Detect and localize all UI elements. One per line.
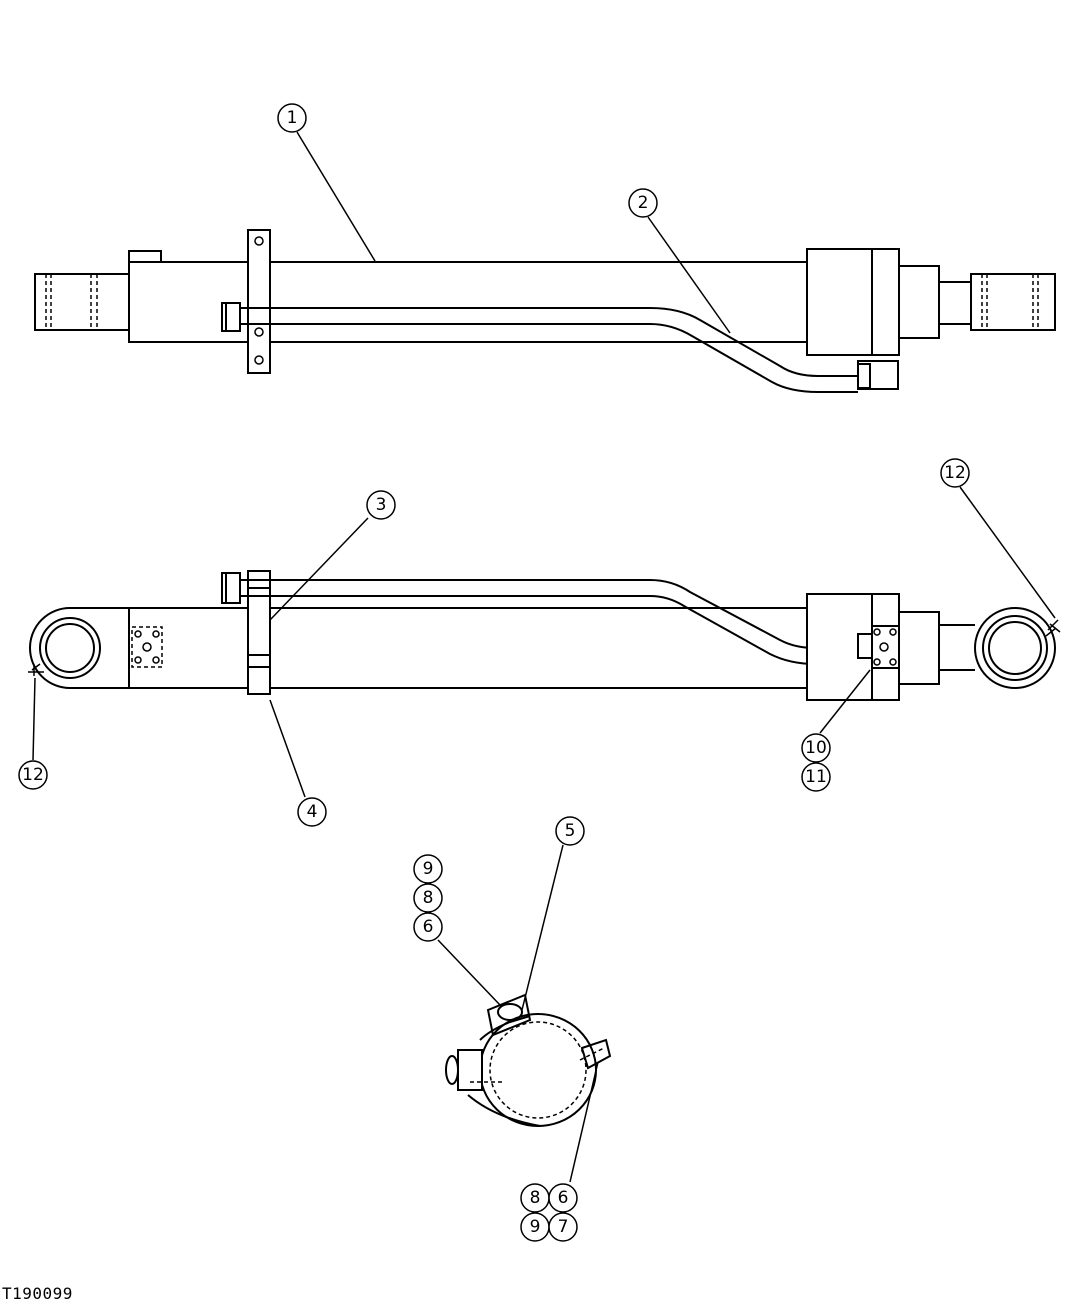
callout-7: 7 xyxy=(548,1212,578,1242)
hydraulic-tube xyxy=(240,307,858,377)
cylinder-barrel-side xyxy=(128,607,808,689)
cylinder-side-view xyxy=(28,570,1061,701)
callout-5: 5 xyxy=(555,816,585,846)
leader-lines xyxy=(32,131,1056,1183)
callout-1: 1 xyxy=(277,103,307,133)
callout-6-upper: 6 xyxy=(413,912,443,942)
right-rod-end xyxy=(970,273,1056,331)
tube-clamp xyxy=(247,570,271,695)
callout-12-right: 12 xyxy=(940,458,970,488)
svg-text:5: 5 xyxy=(565,821,576,841)
svg-text:10: 10 xyxy=(805,738,827,758)
callout-11: 11 xyxy=(801,762,831,792)
svg-text:3: 3 xyxy=(376,495,387,515)
left-eye xyxy=(29,607,129,689)
svg-text:12: 12 xyxy=(22,765,44,785)
left-rod-end xyxy=(34,273,130,331)
svg-text:9: 9 xyxy=(423,859,434,879)
svg-text:9: 9 xyxy=(530,1217,541,1237)
svg-text:8: 8 xyxy=(423,888,434,908)
svg-text:6: 6 xyxy=(558,1188,569,1208)
svg-text:11: 11 xyxy=(805,767,827,787)
right-eye xyxy=(974,607,1056,689)
figure-id-label: T190099 xyxy=(2,1284,73,1303)
svg-text:2: 2 xyxy=(638,193,649,213)
svg-text:7: 7 xyxy=(558,1217,569,1237)
callout-8-lower: 8 xyxy=(520,1183,550,1213)
callout-4: 4 xyxy=(297,797,327,827)
callout-10: 10 xyxy=(801,733,831,763)
callout-9-upper: 9 xyxy=(413,854,443,884)
callout-9-lower: 9 xyxy=(520,1212,550,1242)
callout-3: 3 xyxy=(366,490,396,520)
callout-12-left: 12 xyxy=(18,760,48,790)
callout-8-upper: 8 xyxy=(413,883,443,913)
callout-2: 2 xyxy=(628,188,658,218)
svg-text:8: 8 xyxy=(530,1188,541,1208)
clamp-bracket xyxy=(247,229,271,374)
svg-text:6: 6 xyxy=(423,917,434,937)
head-gland xyxy=(806,248,900,356)
clamp-detail-view xyxy=(445,993,612,1127)
svg-text:12: 12 xyxy=(944,463,966,483)
svg-text:1: 1 xyxy=(287,108,298,128)
hydraulic-tube-side xyxy=(240,579,858,649)
callout-6-lower: 6 xyxy=(548,1183,578,1213)
cylinder-top-view xyxy=(34,229,1056,393)
svg-text:4: 4 xyxy=(307,802,318,822)
